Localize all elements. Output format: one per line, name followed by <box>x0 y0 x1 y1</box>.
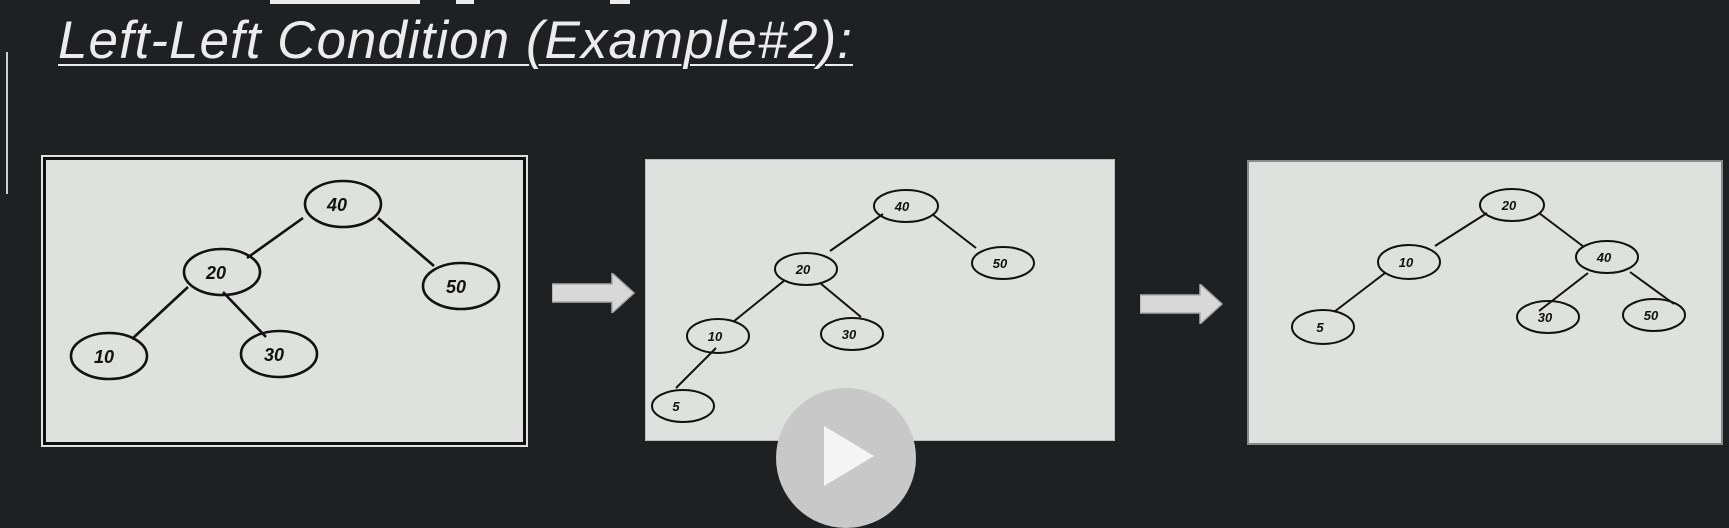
tree-panel-before: 40 20 50 10 30 <box>41 155 528 447</box>
tree-edge <box>931 213 977 249</box>
node-label: 30 <box>264 345 284 365</box>
tree-node <box>239 329 319 379</box>
previous-slide-fragment <box>456 0 474 4</box>
node-label: 10 <box>1399 255 1414 270</box>
node-label: 40 <box>1596 250 1612 265</box>
previous-slide-fragment <box>270 0 420 4</box>
tree-edge <box>1434 212 1488 247</box>
node-label: 20 <box>205 263 226 283</box>
tree-edge <box>1333 272 1386 313</box>
tree-before-svg: 40 20 50 10 30 <box>69 179 501 381</box>
node-label: 10 <box>94 347 114 367</box>
tree-node <box>1377 244 1441 280</box>
tree-node <box>182 247 262 297</box>
node-label: 50 <box>1644 308 1659 323</box>
tree-edge <box>732 279 786 323</box>
tree-edge <box>675 347 717 389</box>
tree-panel-after-rotation: 20 10 40 5 30 50 <box>1247 160 1723 445</box>
tree-edge <box>819 282 862 318</box>
tree-panel-after-insert: 40 20 50 10 30 5 <box>645 159 1115 441</box>
tree-edge <box>377 217 435 267</box>
tree-node <box>1291 309 1355 345</box>
node-label: 20 <box>1501 198 1517 213</box>
node-label: 50 <box>446 277 466 297</box>
node-label: 40 <box>326 195 347 215</box>
tree-edge <box>222 291 267 338</box>
right-arrow-icon <box>1140 284 1224 324</box>
node-label: 10 <box>708 329 723 344</box>
node-label: 50 <box>993 256 1008 271</box>
node-label: 5 <box>672 399 680 414</box>
tree-node <box>873 189 939 223</box>
slide-title: Left-Left Condition (Example#2): <box>58 11 854 70</box>
tree-node <box>1479 188 1545 222</box>
tree-node <box>1622 298 1686 332</box>
tree-node <box>421 261 501 311</box>
play-button[interactable] <box>776 388 916 528</box>
tree-node <box>774 252 838 286</box>
tree-node <box>686 318 750 354</box>
tree-node <box>1516 300 1580 334</box>
right-arrow-icon <box>552 273 636 313</box>
tree-node <box>69 331 149 381</box>
tree-after-insert-svg: 40 20 50 10 30 5 <box>651 189 1035 423</box>
tree-edge <box>246 216 304 260</box>
text-cursor <box>6 52 8 194</box>
tree-after-rotation-svg: 20 10 40 5 30 50 <box>1291 188 1686 345</box>
tree-edge <box>1538 212 1585 248</box>
play-icon <box>824 426 874 486</box>
tree-node <box>1575 240 1639 274</box>
previous-slide-fragment <box>610 0 630 4</box>
node-label: 30 <box>842 327 857 342</box>
tree-node <box>303 179 383 229</box>
node-label: 40 <box>894 199 910 214</box>
tree-node <box>820 317 884 351</box>
node-label: 20 <box>795 262 811 277</box>
tree-edge <box>131 286 189 340</box>
tree-node <box>971 246 1035 280</box>
node-label: 5 <box>1316 320 1324 335</box>
tree-node <box>651 389 715 423</box>
node-label: 30 <box>1538 310 1553 325</box>
tree-edge <box>1538 272 1589 312</box>
tree-edge <box>1629 271 1675 305</box>
tree-edge <box>829 213 884 252</box>
